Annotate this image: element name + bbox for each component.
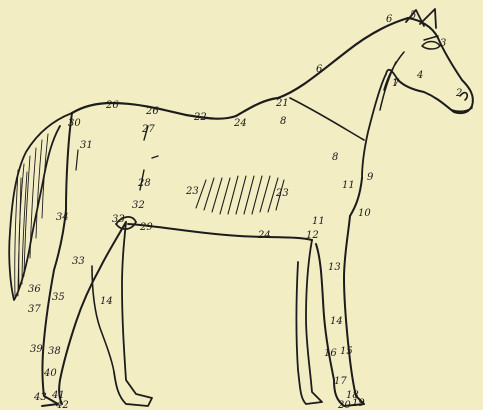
point-label: 34 — [56, 212, 69, 223]
point-label: 6 — [386, 14, 393, 25]
point-label: 24 — [233, 118, 247, 129]
point-label: 2 — [455, 88, 462, 99]
point-label: 32 — [132, 200, 145, 211]
point-label: 23 — [185, 186, 199, 197]
near-hindleg — [42, 113, 72, 406]
point-label: 26 — [105, 100, 119, 111]
point-label: 35 — [52, 292, 65, 303]
far-foreleg — [297, 240, 323, 404]
tick-mark — [76, 150, 78, 170]
point-label: 15 — [340, 346, 353, 357]
point-label: 24 — [257, 230, 271, 241]
horse-outline — [9, 9, 473, 406]
point-label: 29 — [139, 222, 153, 233]
point-label: 8 — [332, 152, 338, 163]
point-label: 22 — [193, 112, 207, 123]
point-label: 31 — [80, 140, 93, 151]
point-label: 40 — [43, 368, 57, 379]
point-label: 19 — [352, 398, 365, 409]
point-label: 5 — [410, 10, 416, 21]
point-label: 33 — [72, 256, 85, 267]
point-label: 17 — [334, 376, 347, 387]
point-label: 43 — [33, 392, 47, 403]
near-hindleg-front — [59, 222, 126, 404]
point-label: 38 — [48, 346, 61, 357]
shoulder-line — [290, 98, 364, 140]
rib-hatching — [196, 176, 284, 214]
point-label: 10 — [358, 208, 371, 219]
point-label: 23 — [275, 188, 289, 199]
tick-mark — [152, 156, 158, 158]
point-label: 3 — [440, 38, 446, 49]
point-label: 30 — [68, 118, 81, 129]
point-label: 28 — [137, 178, 151, 189]
point-label: 8 — [280, 116, 286, 127]
point-label: 4 — [416, 70, 423, 81]
far-hindleg-inner — [92, 266, 114, 372]
point-label: 14 — [100, 296, 113, 307]
point-label: 26 — [145, 106, 159, 117]
point-label: 11 — [312, 216, 325, 227]
neck-crest — [278, 18, 408, 98]
tail-hair — [15, 134, 48, 296]
point-label: 21 — [275, 98, 289, 109]
point-label: 9 — [367, 172, 374, 183]
back-line — [72, 98, 278, 119]
point-label: 27 — [141, 124, 155, 135]
point-label: 6 — [316, 64, 323, 75]
point-label: 20 — [337, 400, 351, 410]
point-label: 14 — [330, 316, 343, 327]
point-label: 42 — [55, 400, 69, 410]
belly-line — [128, 224, 312, 240]
point-label: 7 — [393, 78, 400, 89]
point-label: 36 — [28, 284, 41, 295]
point-label: 33 — [112, 214, 125, 225]
point-label: 37 — [28, 304, 41, 315]
point-label: 11 — [342, 180, 355, 191]
point-label: 13 — [328, 262, 341, 273]
point-label: 16 — [324, 348, 337, 359]
point-label: 39 — [30, 344, 43, 355]
point-label: 12 — [306, 230, 319, 241]
far-hindleg — [114, 222, 152, 406]
